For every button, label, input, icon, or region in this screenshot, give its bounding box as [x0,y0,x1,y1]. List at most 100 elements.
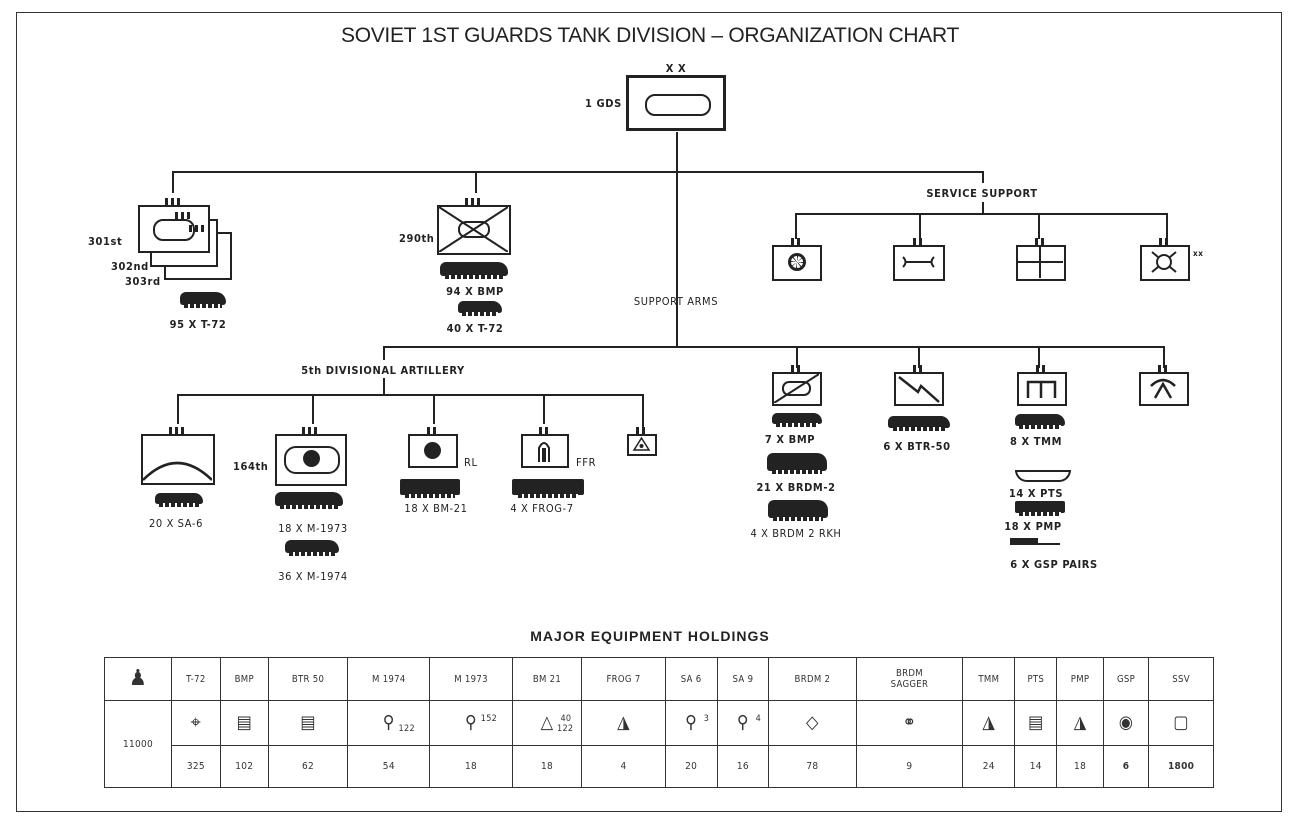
target-acquisition-box[interactable] [627,434,657,456]
radar-triangle-icon [632,436,651,451]
echelon-tick [636,427,639,434]
echelon-tick [797,365,800,372]
echelon-tick [465,198,468,205]
artillery-dot-icon [303,450,320,467]
column-header: PMP [1056,657,1104,701]
echelon-tick [187,212,190,219]
connector [1038,346,1040,368]
equipment-label: 36 X M-1974 [278,570,348,583]
rocket-launcher-unit-box[interactable] [408,434,458,468]
chart-title: SOVIET 1ST GUARDS TANK DIVISION – ORGANI… [340,24,960,47]
chemical-unit-box[interactable] [1140,245,1190,281]
echelon-tick [913,238,916,245]
column-header: FROG 7 [581,657,666,701]
division-hq-box[interactable] [626,75,726,131]
connector [383,346,385,360]
echelon-tick [919,238,922,245]
echelon-tick [314,427,317,434]
echelon-tick [175,212,178,219]
antitank-unit-box[interactable] [1139,372,1189,406]
m1974-icon [285,540,339,556]
equipment-label: 6 X BTR-50 [883,440,951,453]
count-cell: 6 [1102,745,1150,788]
count-cell: 9 [855,745,964,788]
column-header: SA 9 [716,657,770,701]
echelon-tick [1035,238,1038,245]
supply-unit-box[interactable] [1016,245,1066,281]
echelon-tick [791,238,794,245]
connector [383,378,385,394]
antitank-icon [1150,378,1176,399]
armor-oval-icon [153,219,195,241]
count-cell: 16 [716,745,770,788]
connector [919,213,921,239]
lightning-icon [898,376,940,403]
rocket-icon: ◮ [581,700,666,746]
echelon-tick [427,427,430,434]
echelon-tick [189,225,192,232]
chemical-mark: xx [1193,249,1204,258]
echelon-tick [181,427,184,434]
equipment-label: 40 X T-72 [446,322,504,335]
bridge-icon: ◮ [962,700,1016,746]
tank-icon: ⌖ [171,700,221,746]
pontoon-icon: ◮ [1056,700,1104,746]
echelon-mark: X X [665,62,687,75]
echelon-tick [171,198,174,205]
recon-icon: ◇ [768,700,857,746]
regiment-label: 301st [88,235,123,248]
echelon-tick [797,238,800,245]
echelon-tick [471,198,474,205]
frog7-icon [512,479,584,498]
connector [475,171,477,193]
connector [1038,213,1040,239]
count-cell: 24 [962,745,1016,788]
pmp-icon [1015,501,1065,516]
air-defense-unit-box[interactable] [141,434,215,485]
count-cell: 54 [347,745,431,788]
connector [543,394,545,424]
t72-tank-icon [180,292,226,308]
chemical-icon [1151,251,1177,273]
echelon-tick [169,427,172,434]
soldier-icon: ♟ [104,657,172,701]
column-header: BTR 50 [267,657,349,701]
connector [1166,213,1168,239]
column-header: BM 21 [511,657,583,701]
echelon-tick [1164,365,1167,372]
equipment-table-title: MAJOR EQUIPMENT HOLDINGS [530,628,770,644]
medical-unit-box[interactable] [772,245,822,281]
count-cell: 18 [429,745,513,788]
echelon-tick [1041,238,1044,245]
unit-label: FFR [576,456,597,469]
connector [312,394,314,424]
echelon-tick [181,212,184,219]
maintenance-unit-box[interactable] [893,245,945,281]
equipment-label: 20 X SA-6 [149,517,203,530]
mr-regiment-box[interactable] [437,205,511,255]
connector [918,346,920,368]
engineer-unit-box[interactable] [1017,372,1067,406]
column-header: PTS [1014,657,1058,701]
echelon-tick [1158,365,1161,372]
artillery-regiment-box[interactable] [275,434,347,486]
regiment-label: 290th [399,232,435,245]
pts-icon [1015,470,1071,482]
bmp-icon [440,262,508,279]
equipment-label: 94 X BMP [446,285,504,298]
howitzer-icon: ⚲122 [347,700,431,746]
unit-label: RL [464,456,478,469]
infantry-cross-icon [439,207,508,252]
ffr-unit-box[interactable] [521,434,569,468]
tank-regiment-301-box[interactable] [138,205,210,253]
equipment-table: ♟ T-72 BMP BTR 50 M 1974 M 1973 BM 21 FR… [104,657,1214,788]
echelon-tick [791,365,794,372]
echelon-tick [919,365,922,372]
recon-icon [774,374,819,403]
recon-unit-box[interactable] [772,372,822,406]
connector [982,202,984,214]
signal-unit-box[interactable] [894,372,944,406]
echelon-tick [539,427,542,434]
connector [172,171,174,193]
column-header: BRDM 2 [768,657,857,701]
